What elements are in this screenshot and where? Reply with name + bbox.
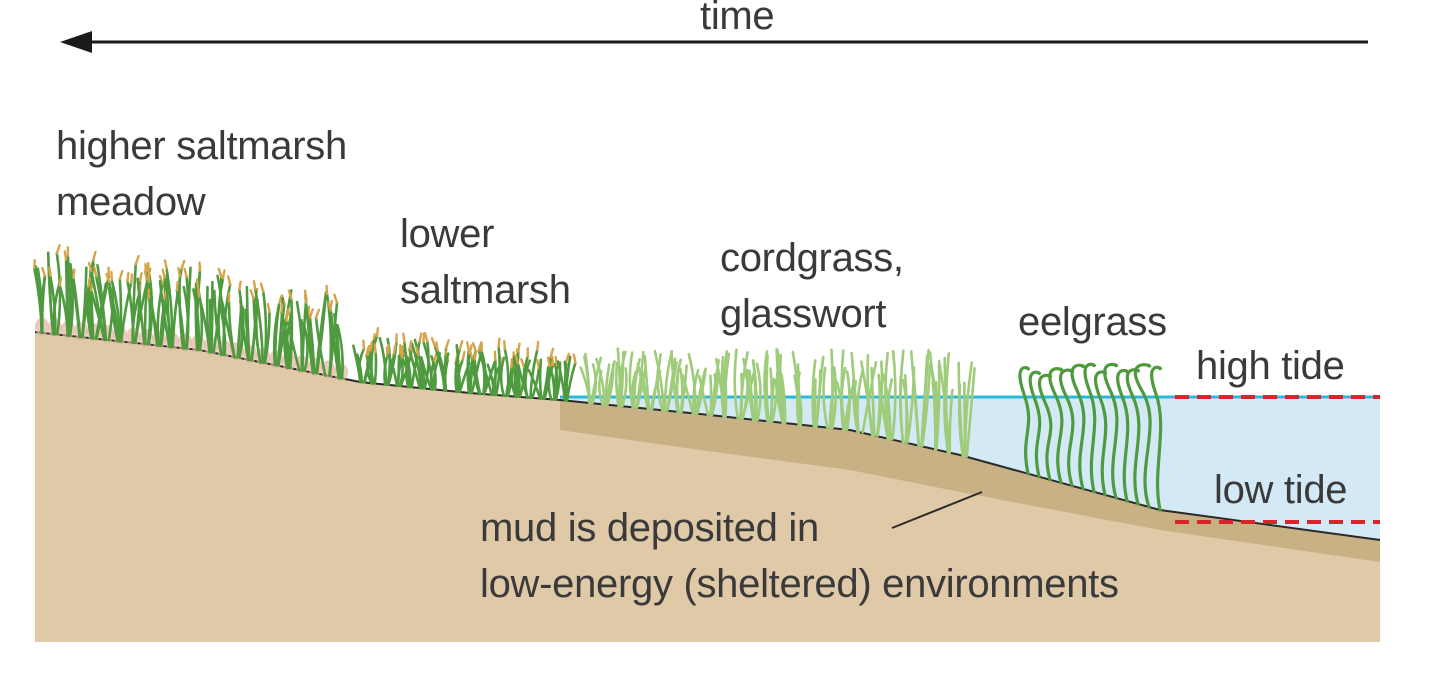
time-label: time (700, 0, 775, 38)
eelgrass-blade (1070, 363, 1086, 491)
cordgrass-plant (860, 354, 884, 437)
cordgrass-plant (822, 348, 838, 430)
lower-saltmarsh-vegetation (352, 326, 577, 402)
low-tide-label: low tide (1214, 468, 1348, 512)
cordgrass-plant (614, 347, 628, 408)
cordgrass-plant (898, 349, 916, 444)
cordgrass-plant (928, 350, 941, 451)
lower-saltmarsh-label-line2: saltmarsh (400, 268, 571, 312)
eelgrass-blade (1083, 362, 1097, 494)
lower-saltmarsh-tuft (408, 331, 430, 390)
eelgrass-blade (1037, 373, 1053, 482)
cordgrass-plant (957, 361, 976, 458)
eelgrass-blade (1028, 370, 1042, 479)
higher-saltmarsh-label-line1: higher saltmarsh (56, 124, 347, 168)
cordgrass-label-line1: cordgrass, (720, 236, 904, 280)
mud-note-line1: mud is deposited in (480, 506, 819, 550)
eelgrass-blade (1116, 368, 1130, 503)
cordgrass-plant (774, 347, 787, 425)
water-body (560, 397, 1380, 540)
sand-ground (35, 332, 1380, 642)
eelgrass-blade (1018, 365, 1031, 476)
saltmarsh-grass-tuft (327, 301, 344, 380)
eelgrass-blade (1048, 367, 1064, 485)
lower-saltmarsh-tuft (365, 339, 378, 385)
eelgrass-blade (1133, 363, 1152, 509)
eelgrass-blade (1058, 368, 1075, 488)
saltmarsh-grass-tuft (192, 261, 204, 352)
cordgrass-plant (878, 349, 897, 441)
cordgrass-plant (595, 357, 616, 406)
lower-saltmarsh-label-line1: lower (400, 212, 495, 256)
time-arrow (60, 31, 1368, 53)
saltmarsh-grass-tuft (46, 244, 62, 336)
saltmarsh-grass-tuft (105, 269, 134, 343)
saltmarsh-grass-tuft (32, 258, 47, 335)
saltmarsh-grass-tuft (58, 246, 74, 337)
cordgrass-plant (742, 357, 762, 422)
saltmarsh-grass-tuft (249, 280, 271, 364)
lower-saltmarsh-tuft (477, 337, 502, 397)
higher-saltmarsh-label-line2: meadow (56, 180, 206, 224)
cordgrass-plant (714, 350, 731, 418)
saltmarsh-grass-tuft (280, 289, 294, 370)
lower-saltmarsh-tuft (514, 340, 541, 399)
cordgrass-glasswort-vegetation (579, 347, 976, 458)
eelgrass-blade (1093, 370, 1108, 497)
lower-saltmarsh-tuft (399, 332, 423, 389)
saltmarsh-grass-tuft (286, 289, 309, 372)
mud-note-line2: low-energy (sheltered) environments (480, 562, 1119, 606)
eelgrass-label: eelgrass (1018, 300, 1167, 344)
lower-saltmarsh-tuft (556, 352, 577, 402)
eelgrass-vegetation (1018, 362, 1163, 512)
mud-pointer-line (891, 491, 983, 529)
saltmarsh-grass-tuft (303, 290, 328, 375)
cordgrass-plant (670, 350, 688, 414)
saltmarsh-grass-tuft (175, 266, 192, 350)
cordgrass-plant (811, 355, 825, 428)
cordgrass-label-line2: glasswort (720, 292, 887, 336)
cordgrass-plant (909, 348, 932, 448)
cordgrass-plant (579, 352, 603, 405)
lower-saltmarsh-tuft (430, 336, 450, 392)
cordgrass-plant (681, 352, 707, 415)
high-tide-label: high tide (1196, 344, 1345, 388)
eelgrass-blade (1103, 362, 1119, 500)
higher-saltmarsh-vegetation (32, 244, 348, 382)
cordgrass-plant (791, 350, 803, 426)
eelgrass-blade (1150, 365, 1163, 512)
cordgrass-plant (937, 352, 954, 455)
